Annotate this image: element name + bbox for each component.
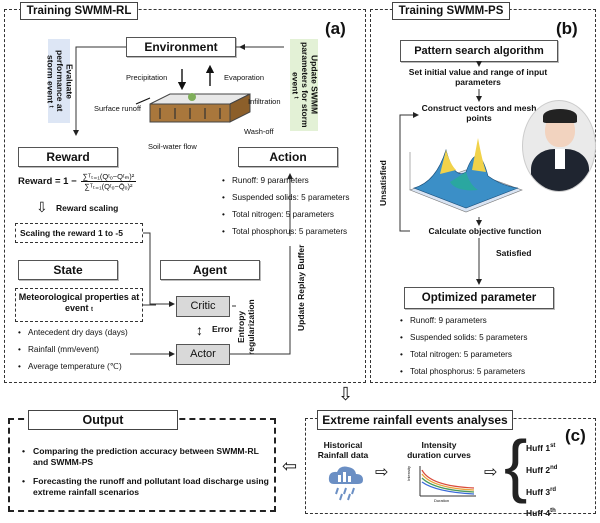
huff-item-1: Huff 1st (526, 442, 556, 453)
wash-off-label: Wash-off (244, 127, 274, 136)
idc-chart-icon (419, 466, 476, 497)
huff-list: Huff 1st Huff 2nd Huff 3rd Huff 4th (526, 436, 557, 523)
agent-box: Agent (160, 260, 260, 280)
optimized-list: Runoff: 9 parameters Suspended solids: 5… (400, 312, 527, 380)
panel-a-frame (4, 9, 366, 383)
precipitation-label: Precipitation (126, 73, 168, 82)
reward-lhs: Reward = 1 − (18, 176, 77, 187)
huff-item-4: Huff 4th (526, 508, 556, 519)
output-title: Output (28, 410, 178, 430)
rain-cloud-icon (328, 466, 363, 501)
reward-numerator: ∑ᵀₜ₌₁(Qᵗₒ−Qᵗₘ)² (80, 172, 137, 182)
state-item: Rainfall (mm/event) (18, 341, 128, 358)
update-params-text: Update SWMM parameters for storm event (290, 42, 320, 128)
panel-a-title: Training SWMM-RL (20, 2, 138, 20)
panel-c-tag: (c) (565, 426, 586, 445)
infiltration-label: Infiltration (248, 97, 281, 106)
update-params-box: Update SWMM parameters for storm event t (290, 39, 320, 131)
evaluate-text: Evaluate performance at storm event (45, 50, 75, 112)
reward-formula: Reward = 1 − ∑ᵀₜ₌₁(Qᵗₒ−Qᵗₘ)² ∑ᵀₜ₌₁(Qᵗₒ−Q… (18, 172, 137, 191)
panel-b-title: Training SWMM-PS (392, 2, 510, 20)
action-item: Total nitrogen: 5 parameters (222, 206, 349, 223)
huff-item-3: Huff 3rd (526, 486, 557, 497)
intensity-label: Intensity (406, 466, 411, 481)
optimized-item: Total phosphorus: 5 parameters (400, 363, 527, 380)
met-props-box: Meteorological properties at event t (15, 288, 143, 322)
optimized-item: Runoff: 9 parameters (400, 312, 527, 329)
action-item: Suspended solids: 5 parameters (222, 189, 349, 206)
reward-scaling-arrow: ⇩ (36, 199, 48, 215)
set-init-text: Set initial value and range of input par… (408, 67, 548, 87)
panel-a-tag: (a) (325, 19, 346, 38)
state-list: Antecedent dry days (days) Rainfall (mm/… (18, 324, 128, 375)
soil-water-label: Soil-water flow (148, 142, 197, 151)
duration-label: Duration (434, 498, 450, 503)
arrow-to-output: ⇦ (282, 456, 298, 476)
surface-runoff-label: Surface runoff (94, 104, 141, 113)
state-box: State (18, 260, 118, 280)
idc-text: Intensity duration curves (407, 440, 471, 460)
optimized-item: Total nitrogen: 5 parameters (400, 346, 527, 363)
scaling-text: Scaling the reward 1 to -5 (20, 228, 123, 238)
scaling-box: Scaling the reward 1 to -5 (15, 223, 143, 243)
environment-box: Environment (126, 37, 236, 57)
met-sub: t (91, 307, 94, 313)
evaporation-label: Evaporation (224, 73, 265, 82)
huff-item-2: Huff 2nd (526, 464, 558, 475)
error-arrow: ↕ (196, 322, 203, 338)
surface-plot-image (409, 138, 523, 213)
environment-illustration (135, 64, 251, 123)
hist-text: Historical Rainfall data (317, 440, 369, 460)
researcher-photo (522, 100, 596, 192)
state-item: Antecedent dry days (days) (18, 324, 128, 341)
state-item: Average temperature (℃) (18, 358, 128, 375)
reward-scaling-label: Reward scaling (56, 203, 119, 213)
action-box: Action (238, 147, 338, 167)
optimized-item: Suspended solids: 5 parameters (400, 329, 527, 346)
actor-box: Actor (176, 344, 230, 365)
panel-b-tag: (b) (556, 19, 578, 38)
output-item: Comparing the prediction accuracy betwee… (22, 446, 270, 468)
arrow-1: ⇨ (375, 464, 389, 481)
calc-text: Calculate objective function (428, 226, 542, 236)
reward-box: Reward (18, 147, 118, 167)
action-item: Runoff: 9 parameters (222, 172, 349, 189)
evaluate-sub: t (47, 105, 54, 108)
evaluate-box: Evaluate performance at storm event t (45, 39, 74, 123)
satisfied-label: Satisfied (496, 248, 532, 258)
output-item: Forecasting the runoff and pollutant loa… (22, 476, 270, 498)
optimized-box: Optimized parameter (404, 287, 554, 309)
construct-text: Construct vectors and mesh points (421, 103, 537, 123)
output-list: Comparing the prediction accuracy betwee… (22, 446, 270, 498)
reward-denominator: ∑ᵀₜ₌₁(Qᵗₒ−Q̄ₒ)² (84, 182, 133, 191)
arrow-2: ⇨ (484, 464, 498, 481)
panel-b-connectors (399, 61, 482, 285)
met-props-text: Meteorological properties at event (18, 292, 140, 313)
critic-box: Critic (176, 296, 230, 317)
update-sub: t (292, 96, 299, 99)
panel-a-connectors (73, 44, 293, 357)
panel-c-title: Extreme rainfall events analyses (317, 410, 513, 430)
down-arrow: ⇩ (338, 384, 354, 404)
huff-bracket: { (504, 426, 528, 504)
error-label: Error (212, 324, 233, 334)
